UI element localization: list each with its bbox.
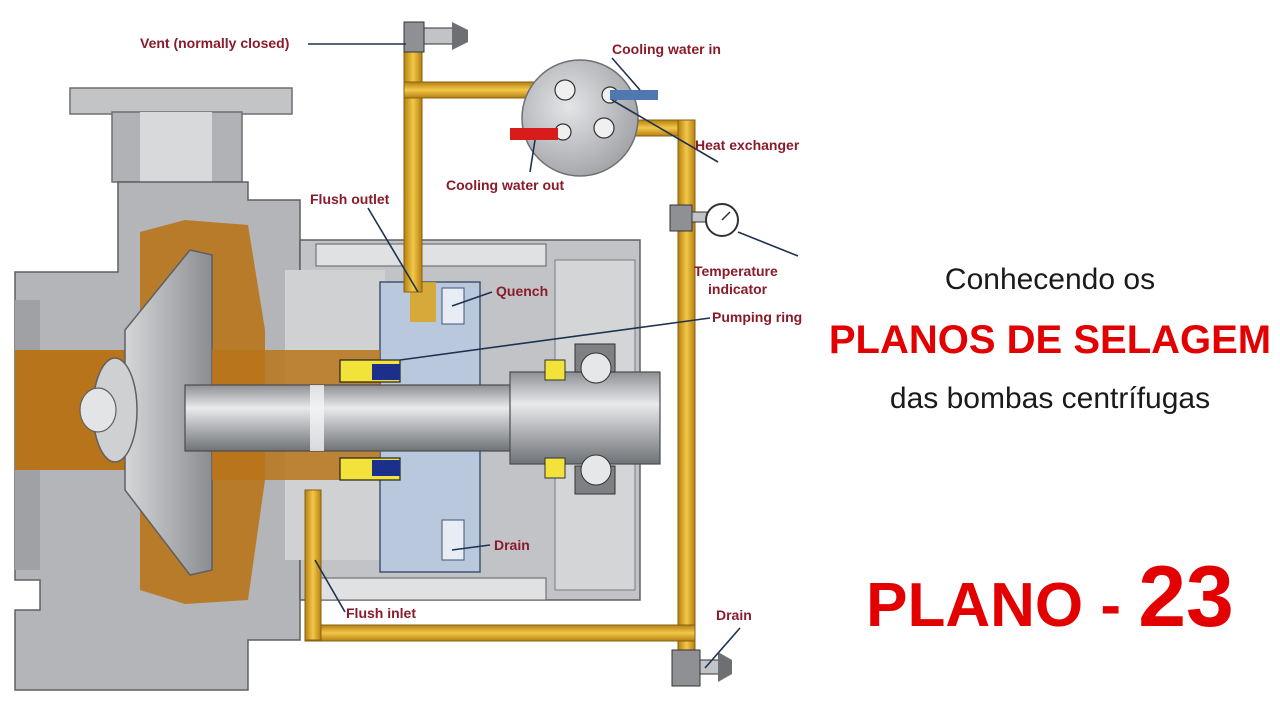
seal-plan-diagram: Vent (normally closed) Cooling water in … <box>14 21 802 691</box>
label-temperature: Temperature <box>694 263 778 279</box>
label-pumping-ring: Pumping ring <box>712 309 802 325</box>
subtitle-text: das bombas centrífugas <box>889 382 1211 415</box>
label-drain-inner: Drain <box>494 537 530 553</box>
label-cooling-water-in: Cooling water in <box>612 41 721 57</box>
label-drain-outer: Drain <box>716 607 752 623</box>
cooling-loop-piping <box>304 29 696 656</box>
shaft <box>184 371 661 465</box>
plan-title: PLANO - 23 <box>820 548 1280 647</box>
label-indicator: indicator <box>708 281 768 297</box>
label-quench: Quench <box>496 283 548 299</box>
headline-text: PLANOS DE SELAGEM <box>828 318 1272 362</box>
temperature-indicator-icon <box>669 203 739 237</box>
heat-exchanger <box>510 59 658 177</box>
label-flush-outlet: Flush outlet <box>310 191 390 207</box>
bearings <box>544 343 616 495</box>
label-vent: Vent (normally closed) <box>140 35 289 51</box>
label-cooling-water-out: Cooling water out <box>446 177 565 193</box>
seal-faces <box>339 359 401 481</box>
plan-number: 23 <box>1138 549 1234 645</box>
intro-text: Conhecendo os <box>944 263 1156 296</box>
title-panel: Conhecendo os PLANOS DE SELAGEM das bomb… <box>820 0 1280 720</box>
impeller <box>79 249 213 576</box>
label-heat-exchanger: Heat exchanger <box>695 137 800 153</box>
plan-prefix: PLANO - <box>866 571 1139 640</box>
leader-lines <box>308 43 799 669</box>
label-flush-inlet: Flush inlet <box>346 605 416 621</box>
vent-valve-icon <box>403 21 468 53</box>
suction-nozzle <box>69 87 293 183</box>
drain-valve-icon <box>671 649 732 687</box>
